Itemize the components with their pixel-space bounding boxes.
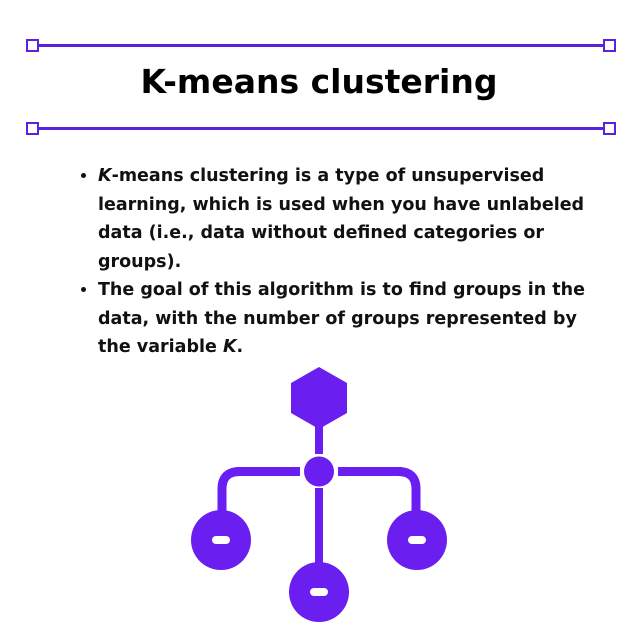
hexagon-node-icon bbox=[291, 367, 347, 429]
bottom-divider bbox=[26, 122, 616, 135]
top-divider-left-square bbox=[26, 39, 39, 52]
hub-node-icon bbox=[304, 456, 334, 487]
page-title: K-means clustering bbox=[140, 62, 498, 101]
center-node-dash bbox=[310, 588, 328, 596]
bullet-list: K-means clustering is a type of unsuperv… bbox=[78, 162, 598, 362]
clustering-diagram-icon bbox=[191, 367, 447, 622]
bullet-item-definition: K-means clustering is a type of unsuperv… bbox=[98, 162, 598, 276]
left-elbow bbox=[217, 467, 241, 512]
bullet-tail: . bbox=[236, 337, 244, 357]
right-branch-connector bbox=[338, 467, 402, 476]
bullet-text: -means clustering is a type of unsupervi… bbox=[98, 166, 585, 272]
top-divider-right-square bbox=[603, 39, 616, 52]
bullet-text: The goal of this algorithm is to find gr… bbox=[98, 280, 585, 357]
variable-k: K bbox=[98, 166, 112, 186]
center-branch-connector bbox=[315, 488, 323, 564]
right-elbow bbox=[397, 467, 421, 512]
bottom-divider-right-square bbox=[603, 122, 616, 135]
variable-k: K bbox=[222, 337, 237, 357]
left-branch-connector bbox=[236, 467, 300, 476]
right-node-dash bbox=[408, 536, 426, 544]
top-divider bbox=[26, 39, 616, 52]
top-divider-line bbox=[32, 44, 610, 47]
bottom-divider-left-square bbox=[26, 122, 39, 135]
left-node-dash bbox=[212, 536, 230, 544]
stem-connector bbox=[315, 424, 323, 454]
bottom-divider-line bbox=[32, 127, 610, 130]
bullet-item-goal: The goal of this algorithm is to find gr… bbox=[98, 276, 598, 362]
